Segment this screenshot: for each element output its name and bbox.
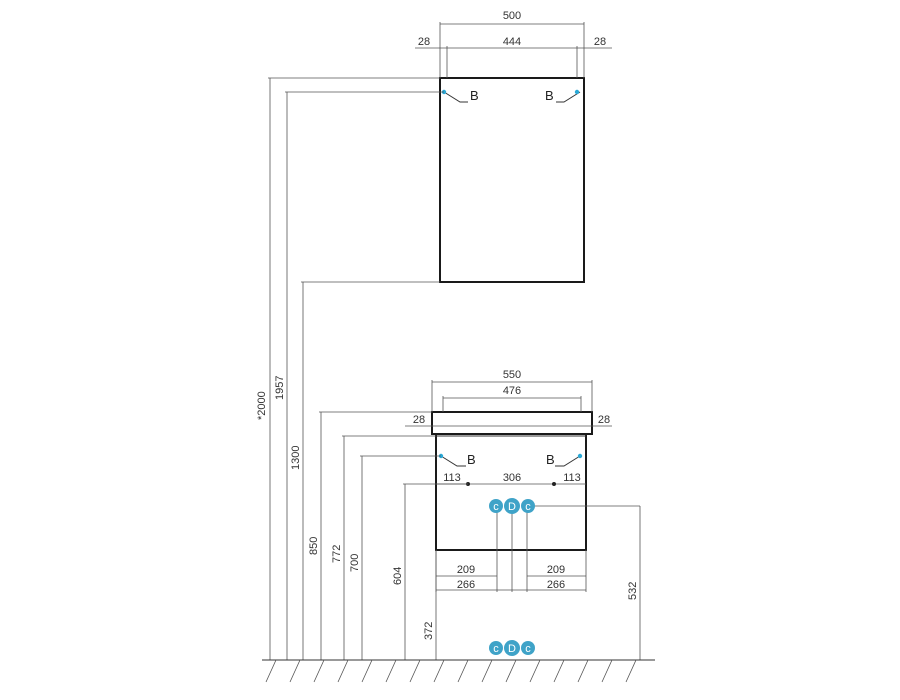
vanity-width-total: 550	[503, 369, 521, 381]
height-850: 850	[308, 537, 320, 555]
connection-cold-bottom	[489, 641, 503, 655]
height-532: 532	[627, 582, 639, 600]
upper-hinge-left	[443, 91, 468, 103]
upper-width-inner: 444	[503, 36, 521, 48]
height-dimensions: *2000 1957 1300 850 772 700 604 372 532	[256, 77, 641, 660]
mount-right: 113	[563, 472, 581, 484]
height-372: 372	[423, 622, 435, 640]
vanity-hinge-right	[555, 455, 581, 467]
upper-cabinet-body	[439, 77, 585, 283]
connections-top: c D c	[489, 498, 640, 514]
height-1300: 1300	[290, 446, 302, 470]
upper-hinge-point-right	[574, 89, 580, 95]
upper-hinge-label-right: B	[545, 88, 554, 103]
vanity-mounting-dimensions: 113 306 113	[436, 472, 586, 486]
upper-width-dimensions: 500 444 28 28	[415, 10, 612, 78]
connection-label-top-0: c	[493, 501, 499, 513]
upper-hinge-right	[556, 91, 581, 103]
height-1957: 1957	[274, 376, 286, 400]
vanity-width-dimensions: 550 476 28 28	[405, 369, 612, 427]
vanity-hinge-label-right: B	[546, 452, 555, 467]
connection-hot-top	[521, 499, 535, 513]
connection-hot-bottom	[521, 641, 535, 655]
connection-label-top-2: c	[525, 501, 531, 513]
connection-label-bottom-1: D	[508, 643, 516, 655]
height-2000: *2000	[256, 391, 268, 420]
upper-hinge-label-left: B	[470, 88, 479, 103]
floor	[262, 659, 655, 683]
vanity-offset-right: 28	[598, 414, 610, 426]
height-700: 700	[349, 554, 361, 572]
bottom-right-outer: 266	[547, 579, 565, 591]
upper-cabinet: B B	[439, 77, 585, 283]
connections-bottom: c D c	[489, 640, 535, 656]
vanity-hinge-label-left: B	[467, 452, 476, 467]
connection-label-bottom-0: c	[493, 643, 499, 655]
connection-label-top-1: D	[508, 501, 516, 513]
mount-left: 113	[443, 472, 461, 484]
vanity-hinge-left	[440, 455, 466, 467]
connection-drain-bottom	[504, 640, 520, 656]
mount-point-right	[552, 482, 556, 486]
vanity-hinge-point-right	[577, 453, 583, 459]
bottom-left-outer: 266	[457, 579, 475, 591]
connection-label-bottom-2: c	[525, 643, 531, 655]
floor-hatching	[265, 659, 637, 683]
bottom-right-inner: 209	[547, 564, 565, 576]
vanity-offset-left: 28	[413, 414, 425, 426]
upper-offset-right: 28	[594, 36, 606, 48]
connection-drain-top	[504, 498, 520, 514]
vanity: B B	[431, 411, 593, 551]
mount-center: 306	[503, 472, 521, 484]
bottom-left-inner: 209	[457, 564, 475, 576]
vanity-countertop	[431, 411, 593, 435]
upper-width-total: 500	[503, 10, 521, 22]
vanity-body	[435, 433, 587, 551]
height-772: 772	[331, 545, 343, 563]
connection-cold-top	[489, 499, 503, 513]
height-604: 604	[392, 567, 404, 585]
upper-offset-left: 28	[418, 36, 430, 48]
vanity-width-inner: 476	[503, 385, 521, 397]
